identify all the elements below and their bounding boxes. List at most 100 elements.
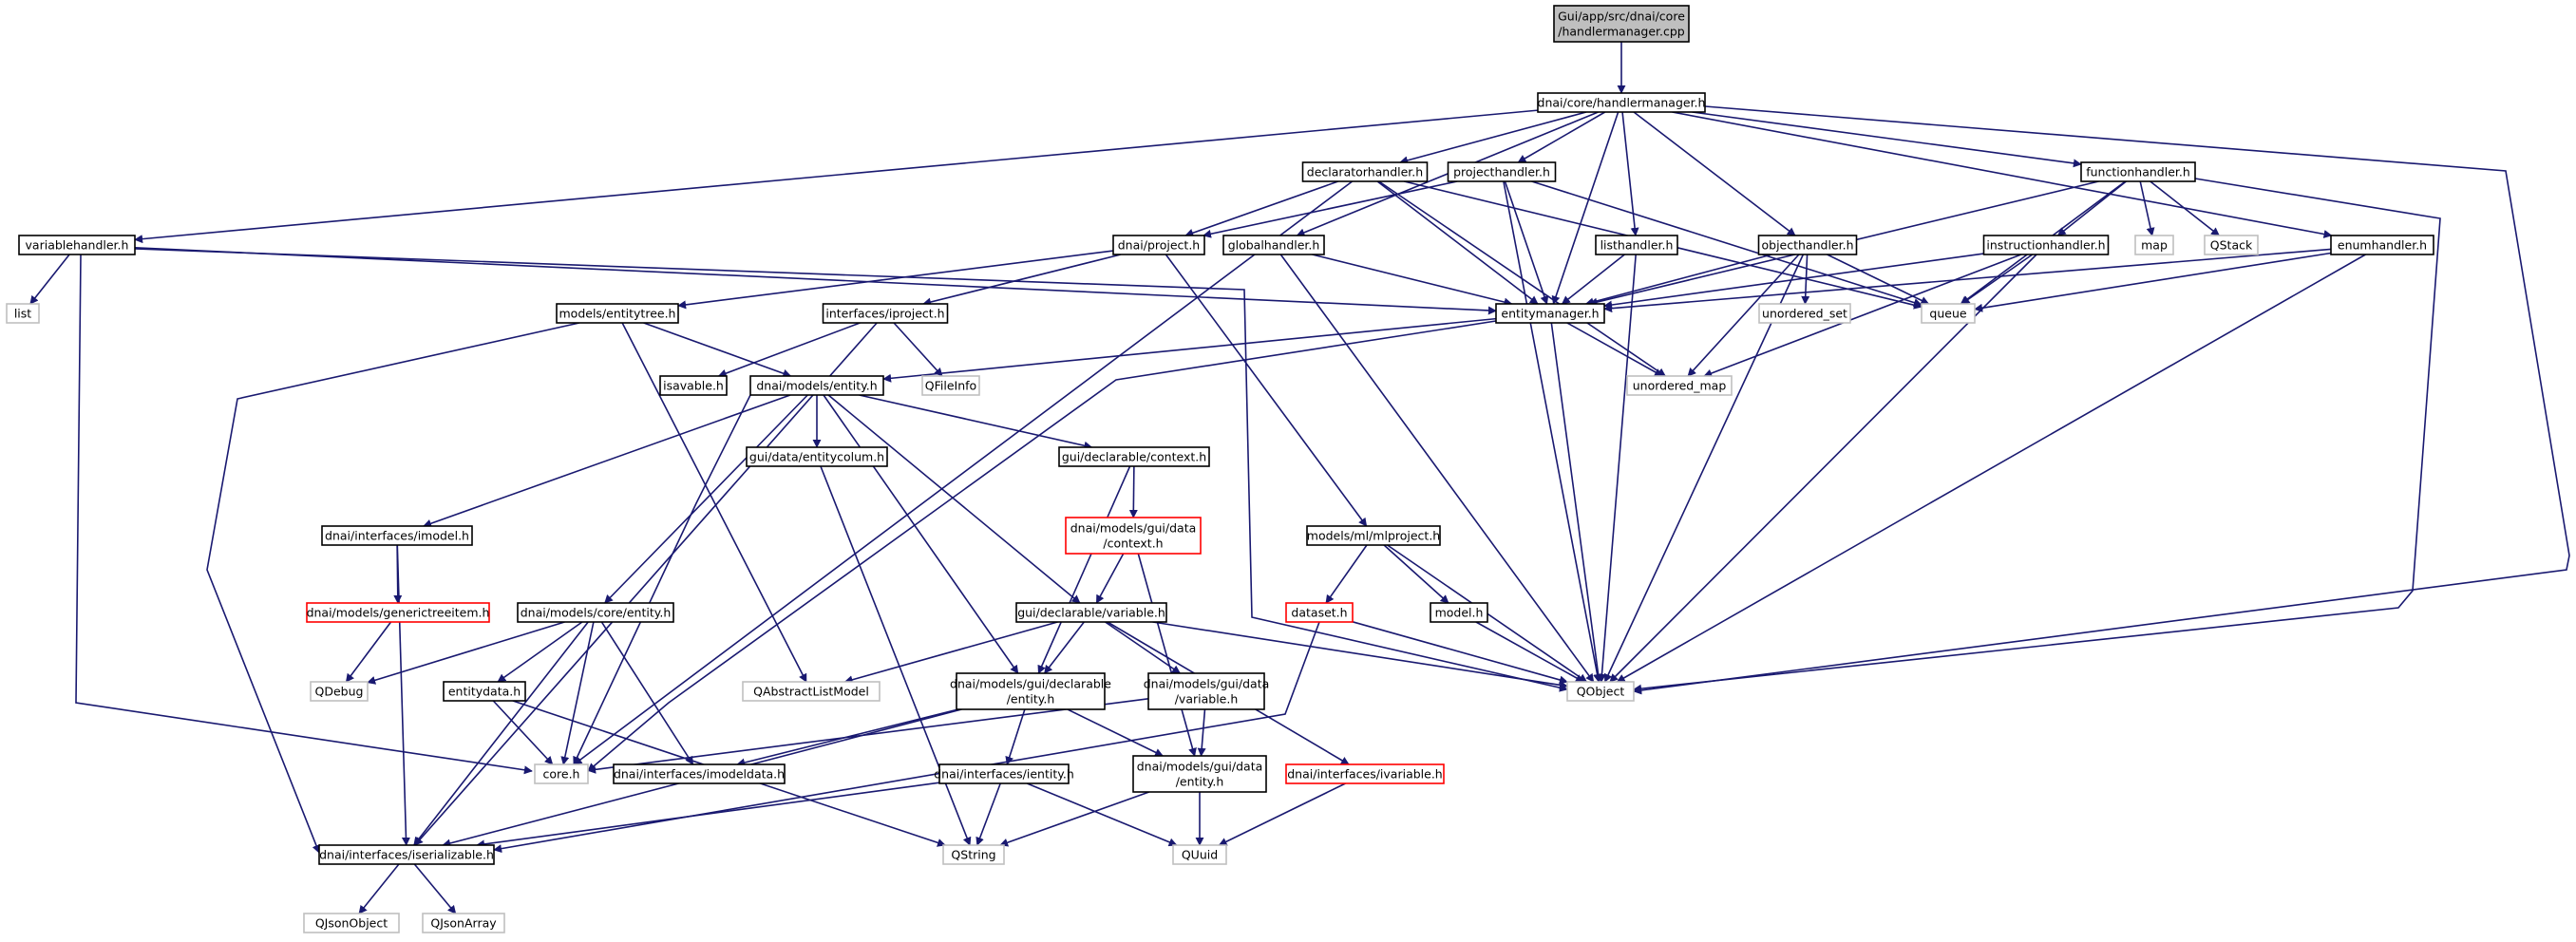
edge-objecthandler-to-unordered_set	[1801, 254, 1810, 305]
node-box-imodel	[321, 525, 473, 546]
node-handlermanager[interactable]: dnai/core/handlermanager.h	[1537, 92, 1706, 113]
edge-ivariable-to-quuid	[1218, 782, 1346, 846]
node-imodel[interactable]: dnai/interfaces/imodel.h	[321, 525, 473, 546]
node-imodeldata[interactable]: dnai/interfaces/imodeldata.h	[613, 763, 786, 784]
edge-entitymanager-to-coreh	[587, 320, 1497, 772]
node-label-generictreeitem: dnai/models/generictreeitem.h	[307, 606, 490, 620]
node-coreentity[interactable]: dnai/models/core/entity.h	[517, 602, 674, 623]
node-box-variablehandler	[18, 235, 136, 255]
edge-guidataentity-to-qstring	[999, 791, 1150, 847]
node-iproject[interactable]: interfaces/iproject.h	[822, 303, 949, 324]
edge-globalhandler-to-qobject	[1279, 254, 1595, 683]
node-label-guidataentity-line2: /entity.h	[1176, 775, 1224, 789]
edge-coreentity-to-coreh	[560, 621, 595, 765]
node-project[interactable]: dnai/project.h	[1112, 235, 1205, 255]
node-root[interactable]: Gui/app/src/dnai/core/handlermanager.cpp	[1553, 5, 1690, 43]
edge-iproject-to-isavable	[717, 322, 861, 378]
edge-handlermanager-to-declaratorhandler	[1399, 111, 1587, 165]
node-declaratorhandler[interactable]: declaratorhandler.h	[1301, 161, 1429, 182]
node-entitymanager[interactable]: entitymanager.h	[1495, 303, 1605, 324]
edge-handlermanager-to-objecthandler	[1633, 111, 1796, 236]
node-model[interactable]: model.h	[1430, 602, 1488, 623]
edge-entitytree-to-qabstractlistmodel	[621, 322, 807, 683]
edge-entitytree-to-iserializable	[206, 322, 580, 854]
node-iserializable[interactable]: dnai/interfaces/iserializable.h	[318, 844, 495, 865]
node-context[interactable]: gui/declarable/context.h	[1058, 446, 1210, 467]
node-box-list	[6, 303, 40, 324]
edge-mlproject-to-model	[1383, 544, 1449, 604]
edge-functionhandler-to-qobject	[1633, 178, 2441, 693]
node-box-objecthandler	[1757, 235, 1858, 255]
node-label-root-line2: /handlermanager.cpp	[1558, 25, 1685, 39]
edge-declaratorhandler-to-entitymanager	[1376, 180, 1539, 305]
node-box-unordered_map	[1626, 375, 1733, 396]
edge-variable-to-qabstractlistmodel	[843, 621, 1058, 685]
node-objecthandler[interactable]: objecthandler.h	[1757, 235, 1858, 255]
node-label-mlproject: models/ml/mlproject.h	[1307, 529, 1440, 543]
node-unordered_set: unordered_set	[1758, 303, 1851, 324]
node-variable[interactable]: gui/declarable/variable.h	[1015, 602, 1167, 623]
edge-enumhandler-to-queue	[1974, 252, 2332, 312]
node-guidatavariable[interactable]: dnai/models/gui/data/variable.h	[1144, 672, 1270, 710]
node-functionhandler[interactable]: functionhandler.h	[2080, 161, 2196, 182]
node-box-entitycolum	[746, 446, 888, 467]
edge-enumhandler-to-entitymanager	[1603, 248, 2332, 313]
node-unordered_map: unordered_map	[1626, 375, 1733, 396]
node-box-listhandler	[1595, 235, 1678, 255]
node-box-guidataentity	[1132, 755, 1267, 793]
node-entitytree[interactable]: models/entitytree.h	[556, 303, 679, 324]
node-label-unordered_map: unordered_map	[1633, 379, 1727, 393]
node-variablehandler[interactable]: variablehandler.h	[18, 235, 136, 255]
node-label-dataset: dataset.h	[1291, 606, 1347, 620]
node-listhandler[interactable]: listhandler.h	[1595, 235, 1678, 255]
node-box-unordered_set	[1758, 303, 1851, 324]
node-label-enumhandler: enumhandler.h	[2338, 238, 2427, 253]
node-label-qjsonarray: QJsonArray	[430, 916, 497, 931]
node-instructionhandler[interactable]: instructionhandler.h	[1982, 235, 2110, 255]
node-declentity[interactable]: dnai/models/gui/declarable/entity.h	[950, 672, 1111, 710]
node-box-context	[1058, 446, 1210, 467]
edge-globalhandler-to-entitymanager	[1312, 254, 1513, 307]
node-ientity[interactable]: dnai/interfaces/ientity.h	[934, 763, 1074, 784]
edge-functionhandler-to-map	[2139, 180, 2155, 236]
node-enumhandler[interactable]: enumhandler.h	[2330, 235, 2434, 255]
node-label-list: list	[14, 307, 31, 321]
node-entitycolum[interactable]: gui/data/entitycolum.h	[746, 446, 888, 467]
edge-variablehandler-to-coreh	[75, 254, 533, 775]
node-guidatacontext[interactable]: dnai/models/gui/data/context.h	[1065, 517, 1202, 555]
node-globalhandler[interactable]: globalhandler.h	[1222, 235, 1325, 255]
edge-variable-to-declentity	[1044, 621, 1085, 674]
node-isavable[interactable]: isavable.h	[659, 375, 728, 396]
edge-iserializable-to-qjsonobject	[358, 863, 400, 914]
node-guidataentity[interactable]: dnai/models/gui/data/entity.h	[1132, 755, 1267, 793]
edge-projecthandler-to-entitymanager	[1504, 180, 1549, 305]
node-coreh: core.h	[534, 763, 589, 784]
node-label-unordered_set: unordered_set	[1762, 307, 1847, 321]
node-dataset[interactable]: dataset.h	[1285, 602, 1354, 623]
node-qdebug: QDebug	[310, 681, 369, 702]
node-generictreeitem[interactable]: dnai/models/generictreeitem.h	[306, 602, 490, 623]
edge-model-to-qobject	[1475, 621, 1584, 683]
node-label-guidatavariable-line2: /variable.h	[1175, 692, 1239, 706]
node-box-projecthandler	[1447, 161, 1557, 182]
edge-mlproject-to-dataset	[1325, 544, 1368, 604]
node-ivariable[interactable]: dnai/interfaces/ivariable.h	[1285, 763, 1445, 784]
edge-objecthandler-to-unordered_map	[1687, 254, 1800, 377]
node-label-objecthandler: objecthandler.h	[1761, 238, 1853, 253]
node-mlproject[interactable]: models/ml/mlproject.h	[1306, 525, 1441, 546]
node-label-qfileinfo: QFileInfo	[925, 379, 976, 393]
node-label-functionhandler: functionhandler.h	[2086, 165, 2190, 179]
node-box-qstack	[2204, 235, 2259, 255]
node-entitydata[interactable]: entitydata.h	[443, 681, 526, 702]
node-projecthandler[interactable]: projecthandler.h	[1447, 161, 1557, 182]
edge-instructionhandler-to-queue	[1960, 254, 2034, 305]
edge-declentity-to-guidataentity	[1067, 708, 1164, 757]
edge-coreentity-to-qdebug	[367, 621, 565, 685]
node-box-entitymanager	[1495, 303, 1605, 324]
node-label-model: model.h	[1435, 606, 1484, 620]
node-entity[interactable]: dnai/models/entity.h	[749, 375, 884, 396]
edge-guidatacontext-to-variable	[1095, 553, 1125, 604]
edge-functionhandler-to-qstack	[2150, 180, 2220, 236]
edge-coreentity-to-entitydata	[497, 621, 583, 683]
